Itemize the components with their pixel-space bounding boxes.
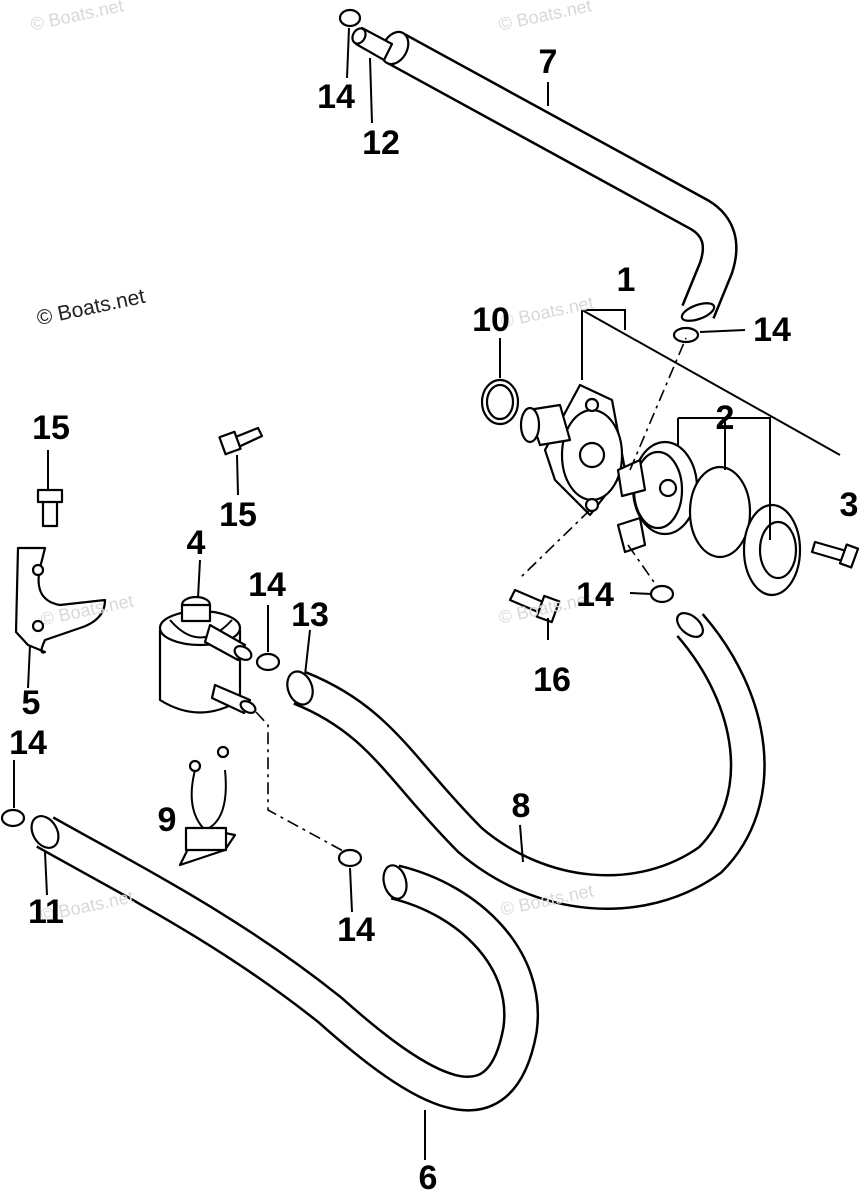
callout-16: 16 <box>533 661 571 699</box>
clamp-14-pump <box>672 326 700 344</box>
diaphragm <box>688 465 752 559</box>
callout-14: 14 <box>753 311 791 349</box>
callout-14: 14 <box>248 566 286 604</box>
screw-3 <box>810 540 860 569</box>
callout-7: 7 <box>538 43 558 81</box>
callout-5: 5 <box>21 684 41 722</box>
screw-16 <box>508 588 561 624</box>
callout-12: 12 <box>362 124 400 162</box>
clamp-14-top <box>338 8 362 28</box>
clamp-14-pump-lower <box>649 584 675 604</box>
callout-13: 13 <box>291 596 329 634</box>
callout-6: 6 <box>418 1159 438 1197</box>
clamp-14-filter <box>255 652 281 672</box>
o-ring-10 <box>480 378 520 426</box>
leader-lines <box>13 27 841 1160</box>
pump-cover-plate <box>742 503 802 597</box>
callout-10: 10 <box>472 301 510 339</box>
pump-body-1 <box>519 383 627 517</box>
alignment-lines <box>255 337 687 853</box>
callout-15: 15 <box>32 409 70 447</box>
callout-3: 3 <box>839 486 859 524</box>
hose-8 <box>286 612 766 910</box>
screw-15-left <box>36 488 64 528</box>
callout-9: 9 <box>157 801 177 839</box>
callout-1: 1 <box>616 261 636 299</box>
clip-9 <box>178 745 237 867</box>
callout-14: 14 <box>9 724 47 762</box>
hose-6 <box>30 815 540 1112</box>
hose-7 <box>351 26 738 322</box>
callout-2: 2 <box>715 399 735 437</box>
callout-14: 14 <box>576 576 614 614</box>
clamp-14-left <box>0 808 26 828</box>
clamp-14-bottom <box>337 848 363 868</box>
callout-14: 14 <box>337 911 375 949</box>
callout-14: 14 <box>317 78 355 116</box>
bracket-5 <box>14 546 107 654</box>
pump-cover-2 <box>616 440 699 554</box>
screw-15-mid <box>218 426 264 456</box>
fuel-filter-4 <box>158 595 257 715</box>
callout-4: 4 <box>186 524 206 562</box>
callout-11: 11 <box>28 893 64 931</box>
callout-8: 8 <box>511 787 531 825</box>
callout-15: 15 <box>219 496 257 534</box>
